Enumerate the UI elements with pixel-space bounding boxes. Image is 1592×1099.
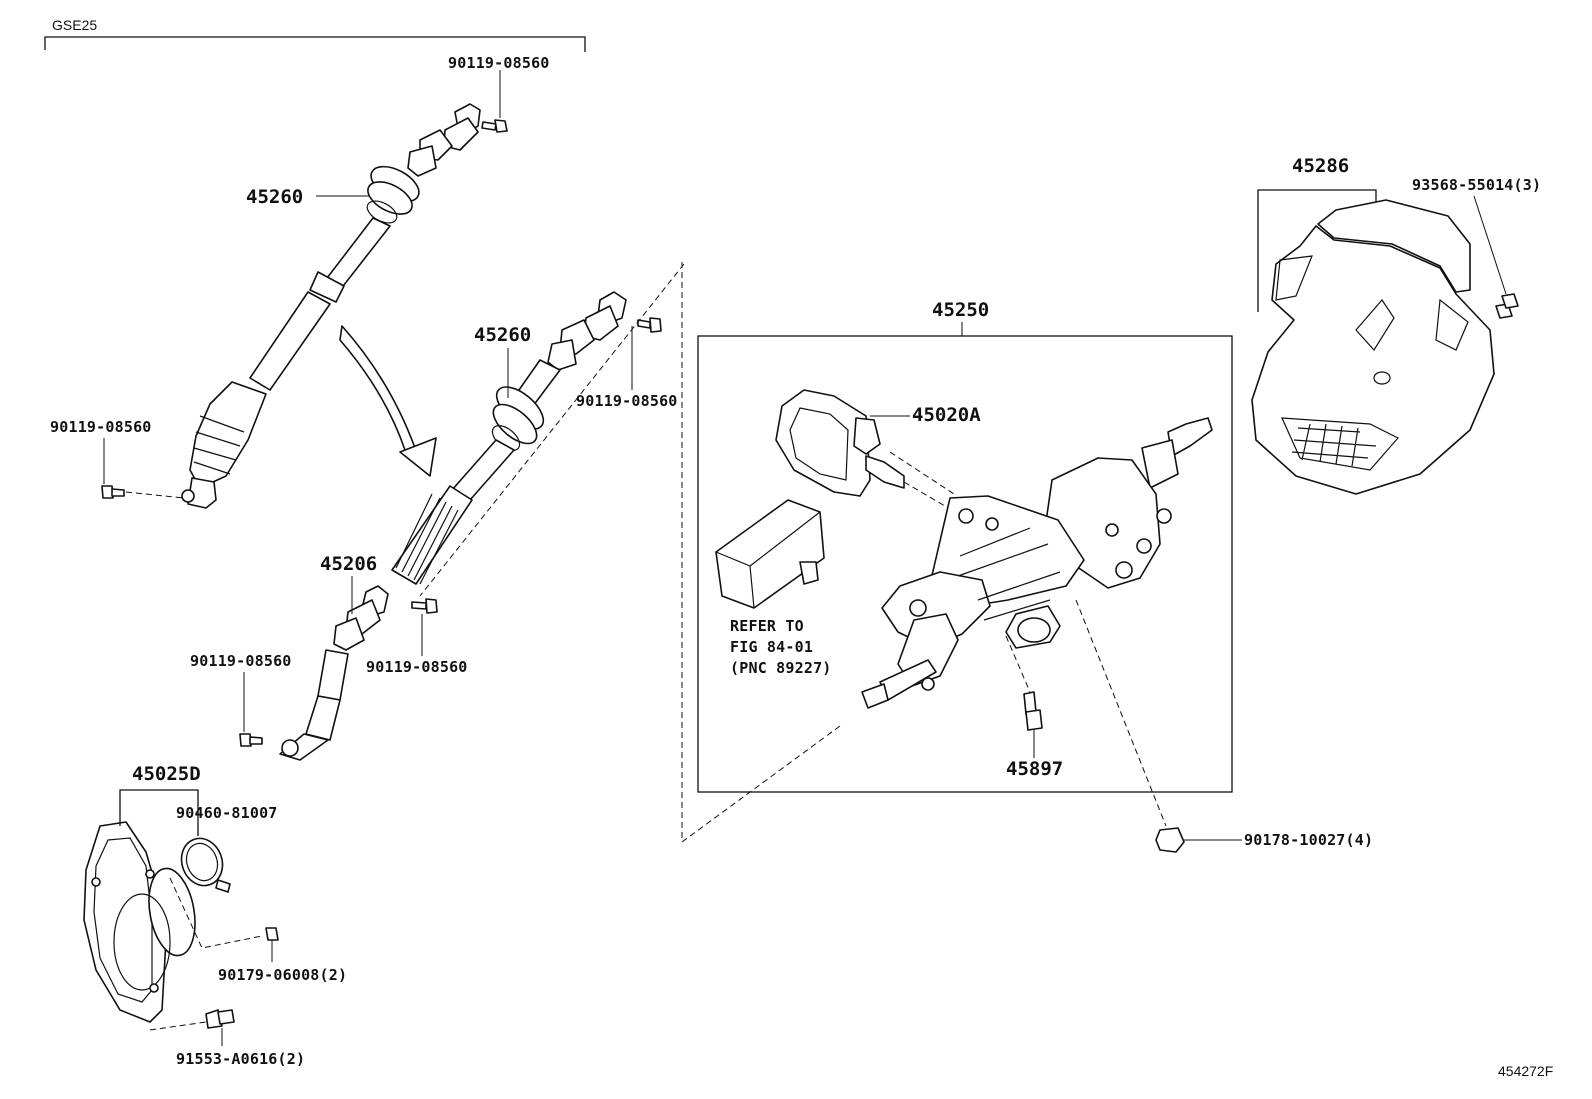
figure-id: 454272F: [1498, 1063, 1553, 1079]
callout-joint-lower: 45206: [320, 553, 377, 575]
bolt-top-icon: [481, 119, 508, 133]
reference-line-1: REFER TO: [730, 617, 804, 635]
screw-cover-icon: [1495, 293, 1519, 319]
nut-small-icon: [265, 927, 279, 941]
callout-sensor: 45897: [1006, 758, 1063, 780]
lower-universal-joint: [279, 585, 389, 761]
steering-column-body: [861, 417, 1213, 709]
callout-column-assy: 45250: [932, 299, 989, 321]
column-cover: [1251, 199, 1495, 495]
callout-column-cover: 45286: [1292, 155, 1349, 177]
upper-intermediate-shaft: [181, 103, 481, 509]
callout-cover-assy: 45025D: [132, 763, 201, 785]
clamp-ring-icon: [180, 837, 231, 893]
sensor-icon: [1023, 691, 1043, 731]
callout-screw-cover: 93568-55014(3): [1412, 176, 1541, 194]
callout-clamp: 90460-81007: [176, 804, 278, 822]
model-bracket: GSE25: [44, 17, 586, 52]
model-label: GSE25: [52, 17, 97, 33]
lock-housing: [775, 389, 905, 497]
callout-lock-housing: 45020A: [912, 404, 981, 426]
bolt-middle-icon: [637, 317, 662, 333]
bolt-lower-left-icon: [239, 733, 263, 747]
callout-bolt-left: 90119-08560: [50, 418, 152, 436]
callout-bolt-lower-left: 90119-08560: [190, 652, 292, 670]
bolt-bottom-icon: [205, 1009, 235, 1029]
callout-bolt-top-left: 90119-08560: [448, 54, 550, 72]
column-assembly-frame: [697, 335, 1233, 793]
cover-assembly: [83, 821, 196, 1023]
reference-line-2: FIG 84-01: [730, 638, 813, 656]
reference-line-3: (PNC 89227): [730, 659, 832, 677]
nut-column-icon: [1155, 827, 1185, 853]
reference-module: [715, 499, 825, 609]
callout-shaft-upper: 45260: [246, 186, 303, 208]
callout-nut-column: 90178-10027(4): [1244, 831, 1373, 849]
callout-bolt-lower-mid: 90119-08560: [366, 658, 468, 676]
callout-bolt-middle: 90119-08560: [576, 392, 678, 410]
bolt-left-icon: [101, 485, 125, 499]
callout-bolt-bottom: 91553-A0616(2): [176, 1050, 305, 1068]
bolt-lower-mid-icon: [411, 598, 438, 614]
callout-shaft-middle: 45260: [474, 324, 531, 346]
callout-nut-small: 90179-06008(2): [218, 966, 347, 984]
middle-intermediate-shaft: [391, 291, 627, 585]
direction-arrow-icon: [339, 325, 437, 477]
